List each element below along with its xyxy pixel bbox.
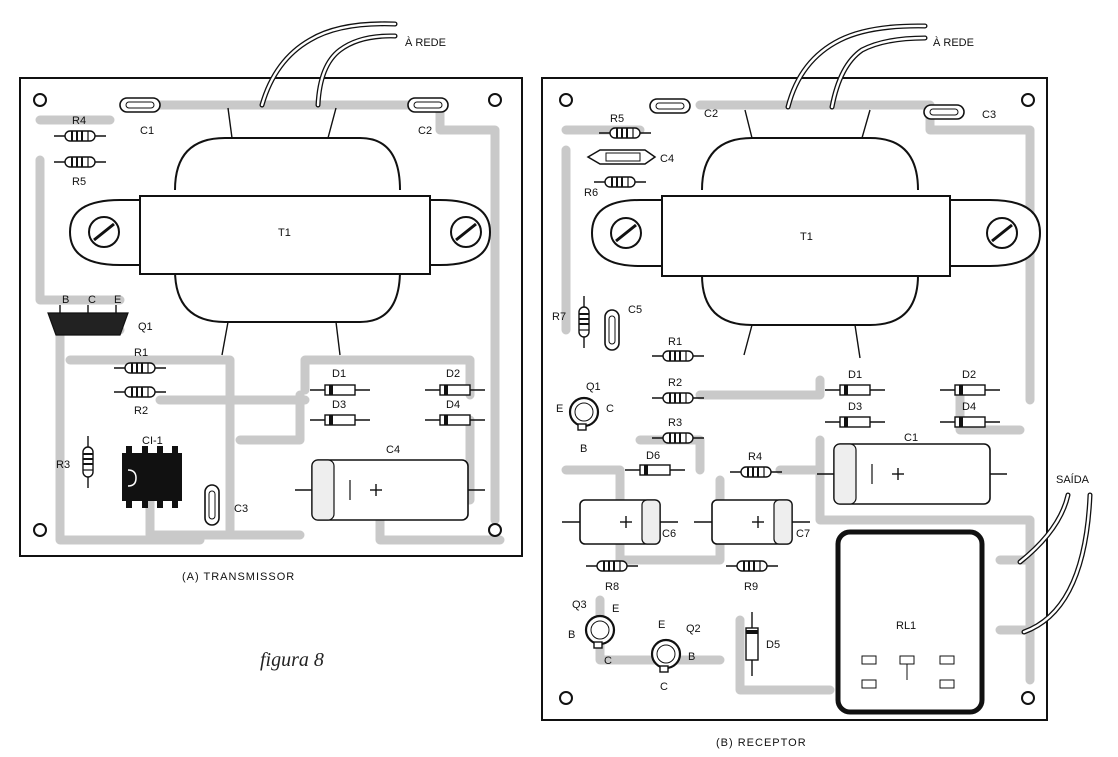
q1-pin-e: E bbox=[114, 294, 121, 306]
q1-pin-b: B bbox=[62, 294, 69, 306]
rx-r4-label: R4 bbox=[748, 451, 762, 463]
c2-label: C2 bbox=[418, 125, 432, 137]
transmitter-mains-label: À REDE bbox=[405, 36, 446, 49]
rx-c1-capacitor bbox=[816, 443, 1008, 505]
d4-label: D4 bbox=[446, 399, 460, 411]
rx-r1-label: R1 bbox=[668, 336, 682, 348]
c2-capacitor bbox=[407, 97, 449, 113]
rx-q2-pin-e: E bbox=[658, 619, 665, 631]
transmitter-caption: (A) TRANSMISSOR bbox=[182, 571, 295, 583]
c1-capacitor bbox=[119, 97, 161, 113]
r3-label: R3 bbox=[56, 459, 70, 471]
rx-q2-label: Q2 bbox=[686, 623, 701, 635]
rx-q3-pin-b: B bbox=[568, 629, 575, 641]
rx-d3-label: D3 bbox=[848, 401, 862, 413]
receiver-board: C2 C3 R5 C4 R6 T1 À REDE R7 C5 bbox=[541, 23, 1093, 749]
receiver-caption: (B) RECEPTOR bbox=[716, 737, 807, 749]
rx-t1-label: T1 bbox=[800, 231, 813, 243]
q1-transistor bbox=[47, 305, 129, 336]
d3-label: D3 bbox=[332, 399, 346, 411]
rx-r2-label: R2 bbox=[668, 377, 682, 389]
rx-q3-pin-e: E bbox=[612, 603, 619, 615]
c3-capacitor bbox=[204, 484, 220, 526]
rx-r3-label: R3 bbox=[668, 417, 682, 429]
rx-c3-capacitor bbox=[923, 104, 965, 120]
rx-q3-label: Q3 bbox=[572, 599, 587, 611]
rx-c7-label: C7 bbox=[796, 528, 810, 540]
d1-label: D1 bbox=[332, 368, 346, 380]
rx-q1-pin-e: E bbox=[556, 403, 563, 415]
rx-r6-label: R6 bbox=[584, 187, 598, 199]
rx-d1-label: D1 bbox=[848, 369, 862, 381]
rx-q1-label: Q1 bbox=[586, 381, 601, 393]
transmitter-board: C1 C2 R4 R5 T1 À REDE B C E bbox=[19, 21, 523, 583]
q1-label: Q1 bbox=[138, 321, 153, 333]
rx-q2-pin-b: B bbox=[688, 651, 695, 663]
r1-label: R1 bbox=[134, 347, 148, 359]
rx-c5-capacitor bbox=[604, 309, 620, 351]
rl1-label: RL1 bbox=[896, 620, 916, 632]
ci-1-ic bbox=[122, 446, 182, 508]
rx-c6-capacitor bbox=[561, 499, 679, 545]
rx-d2-label: D2 bbox=[962, 369, 976, 381]
transformer-t1 bbox=[68, 107, 492, 356]
rx-transformer-t1 bbox=[590, 109, 1042, 359]
rx-r9-label: R9 bbox=[744, 581, 758, 593]
rx-c2-label: C2 bbox=[704, 108, 718, 120]
rx-c4-capacitor bbox=[586, 149, 657, 165]
rx-r8-label: R8 bbox=[605, 581, 619, 593]
rx-c2-capacitor bbox=[649, 98, 691, 114]
c4-capacitor bbox=[294, 459, 486, 521]
rx-c3-label: C3 bbox=[982, 109, 996, 121]
rx-q2-pin-c: C bbox=[660, 681, 668, 693]
c1-label: C1 bbox=[140, 125, 154, 137]
d2-label: D2 bbox=[446, 368, 460, 380]
rl1-relay bbox=[835, 529, 985, 715]
rx-q1-pin-b: B bbox=[580, 443, 587, 455]
rx-q1-pin-c: C bbox=[606, 403, 614, 415]
q1-pin-c: C bbox=[88, 294, 96, 306]
c4-label: C4 bbox=[386, 444, 400, 456]
rx-r7-label: R7 bbox=[552, 311, 566, 323]
rx-c1-label: C1 bbox=[904, 432, 918, 444]
ci-1-label: CI-1 bbox=[142, 435, 163, 447]
rx-d5-label: D5 bbox=[766, 639, 780, 651]
receiver-mains-label: À REDE bbox=[933, 36, 974, 49]
r2-label: R2 bbox=[134, 405, 148, 417]
rx-c7-capacitor bbox=[693, 499, 811, 545]
c3-label: C3 bbox=[234, 503, 248, 515]
rx-d6-label: D6 bbox=[646, 450, 660, 462]
rx-c4-label: C4 bbox=[660, 153, 674, 165]
rx-q3-pin-c: C bbox=[604, 655, 612, 667]
r4-label: R4 bbox=[72, 115, 86, 127]
rx-r5-label: R5 bbox=[610, 113, 624, 125]
rx-d5-diode bbox=[745, 612, 759, 676]
rx-d4-label: D4 bbox=[962, 401, 976, 413]
t1-label: T1 bbox=[278, 227, 291, 239]
rx-c6-label: C6 bbox=[662, 528, 676, 540]
r5-label: R5 bbox=[72, 176, 86, 188]
rx-c5-label: C5 bbox=[628, 304, 642, 316]
receiver-output-label: SAÍDA bbox=[1056, 473, 1090, 486]
figure-caption: figura 8 bbox=[260, 649, 324, 671]
